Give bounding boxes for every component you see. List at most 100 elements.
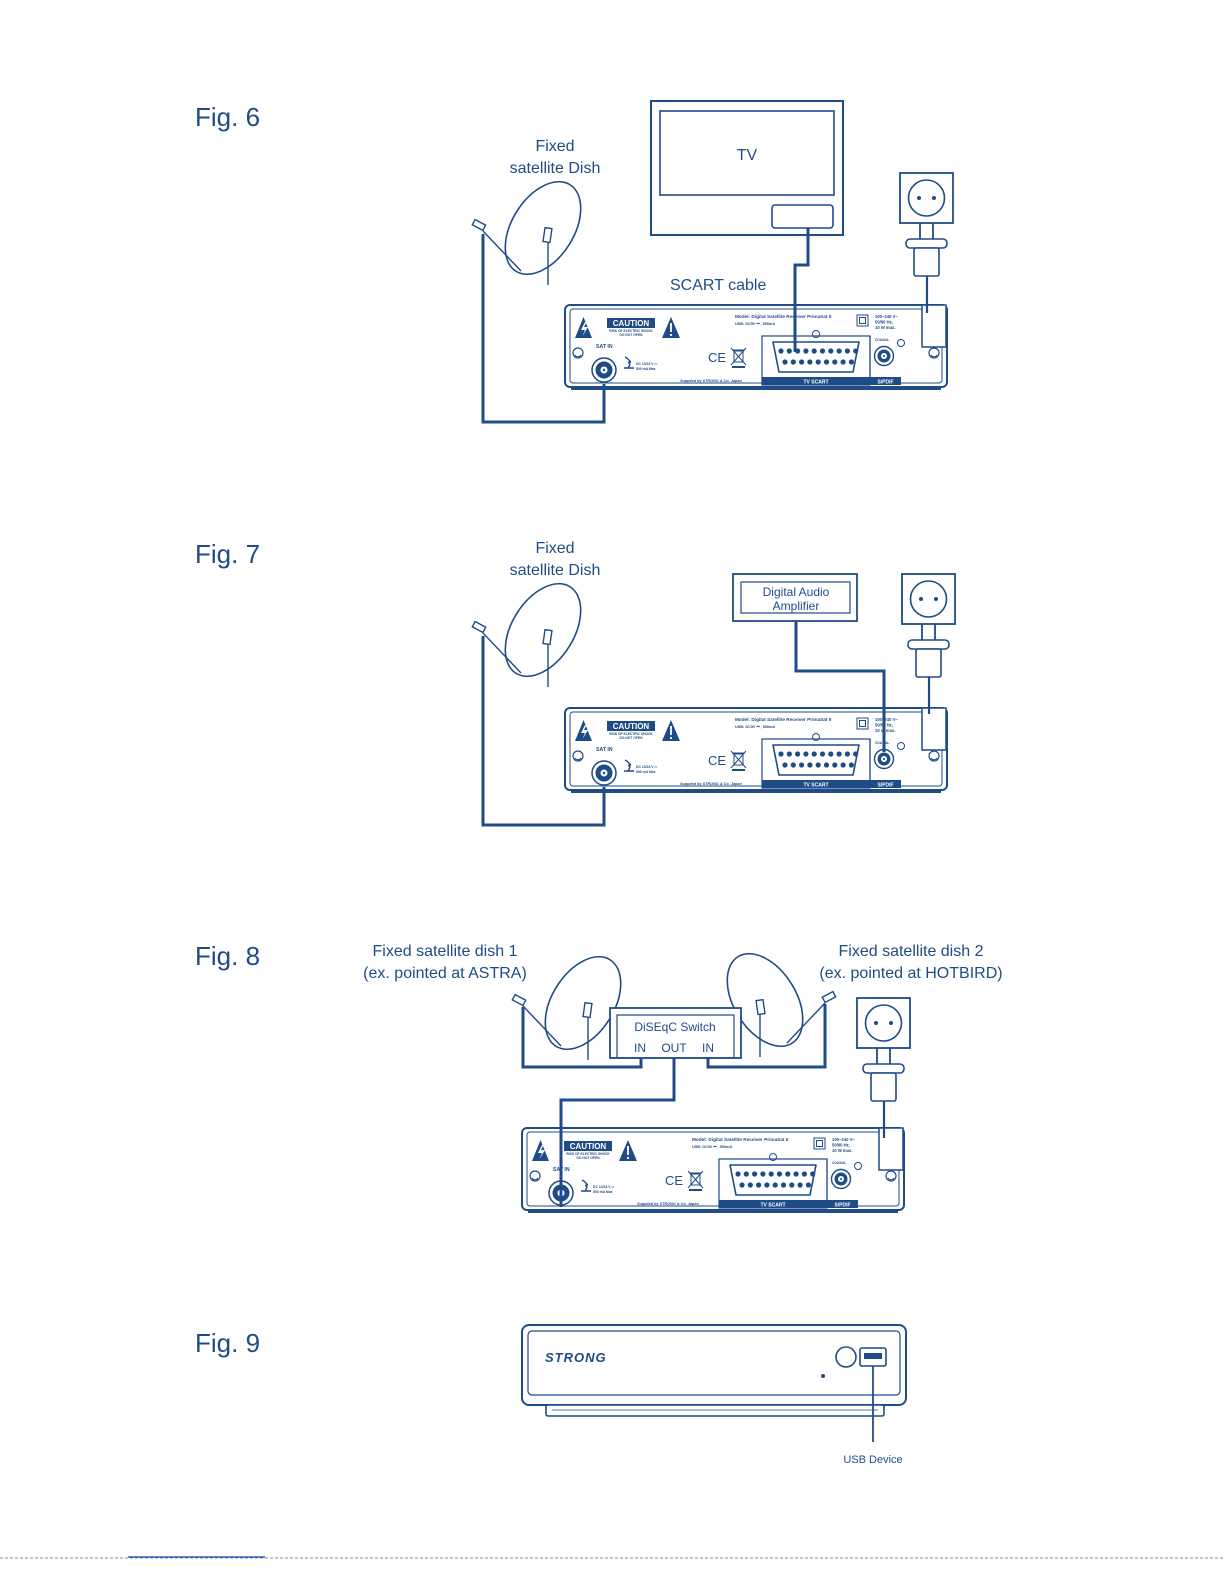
dish-label-line-1: Fixed — [535, 540, 574, 557]
caution-box — [607, 318, 655, 328]
scart-pin — [786, 751, 792, 757]
figure-8: Fig. 8 CAUTION RISK OF — [195, 939, 1003, 1213]
fig6-label: Fig. 6 — [195, 102, 260, 132]
dish2-to-switch-cable — [706, 1004, 827, 1069]
power-rating-line-2: 50/60 Hz, — [875, 320, 893, 325]
scart-pin — [799, 359, 805, 365]
scart-pin — [811, 751, 817, 757]
scart-pin — [848, 762, 854, 768]
panel-small-hole — [854, 1162, 862, 1170]
double-insulation-icon — [856, 717, 869, 730]
power-rating-line-3: 10 W max. — [875, 325, 895, 330]
power-cord-entry — [878, 1127, 904, 1171]
tv-scart-port — [771, 204, 834, 229]
coaxial-spdif-connector — [873, 748, 895, 770]
switch-to-receiver-cable — [559, 1058, 676, 1207]
scart-pin — [836, 348, 842, 354]
power-button — [835, 1346, 857, 1368]
fig7-receiver-slot: CAUTION RISK OF ELECTRIC SHOCK DO NOT OP… — [564, 707, 948, 793]
panel-housing — [564, 304, 948, 388]
scart-pin — [828, 348, 834, 354]
electric-shock-warning-icon — [575, 720, 592, 741]
scart-pin — [790, 359, 796, 365]
scart-pin — [789, 1182, 795, 1188]
exclamation-warning-icon — [662, 720, 680, 741]
front-face — [527, 1330, 901, 1396]
scart-pin — [780, 1182, 787, 1188]
scart-pin — [805, 1182, 811, 1188]
exclamation-warning-icon — [619, 1140, 637, 1161]
lnb-power-line-1: DC 13/18 V ⎓ — [636, 362, 657, 366]
scart-cable — [793, 228, 810, 352]
scart-pin — [752, 1171, 758, 1177]
strong-logo: STRONG — [545, 1350, 607, 1365]
dish1-label-line-2: (ex. pointed at ASTRA) — [363, 965, 527, 982]
electric-shock-warning-icon — [575, 317, 592, 338]
fig9-label: Fig. 9 — [195, 1328, 260, 1358]
dish-label-line-2: satellite Dish — [510, 562, 601, 579]
usb-rating-label: USB: DC5V ⎓ , 500mA — [735, 322, 775, 326]
caution-sub-line-2: DO NOT OPEN — [619, 736, 643, 740]
scart-pin — [819, 348, 826, 354]
supplied-by-label: Supplied by STRONG & Co. Japan — [680, 379, 742, 383]
dish-label-line-2: satellite Dish — [510, 160, 601, 177]
lnb-power-line-2: 500 mA Max — [636, 367, 656, 371]
screw-right-icon — [885, 1170, 897, 1182]
spdif-label-strip — [827, 1200, 858, 1208]
tv-scart-label: TV SCART — [804, 379, 829, 385]
diseqc-port-in-2: IN — [702, 1041, 714, 1055]
tv-scart-connector: TV SCART — [761, 738, 871, 789]
tv-scart-connector: TV SCART — [718, 1158, 828, 1209]
standby-led — [821, 1374, 825, 1378]
caution-sub-line-2: DO NOT OPEN — [576, 1156, 600, 1160]
coaxial-spdif-connector — [873, 345, 895, 367]
caution-label: CAUTION — [613, 319, 650, 328]
amplifier-label-line-2: Amplifier — [773, 599, 820, 613]
double-insulation-icon — [856, 314, 869, 327]
spdif-label: S/PDIF — [877, 379, 893, 385]
digital-audio-cable — [794, 621, 886, 752]
fig8-receiver-slot: CAUTION RISK OF ELECTRIC SHOCK DO NOT OP… — [521, 1127, 905, 1213]
dish2-label-line-1: Fixed satellite dish 2 — [839, 943, 984, 960]
scart-pin — [811, 348, 817, 354]
scart-pin — [844, 751, 850, 757]
diseqc-port-in-1: IN — [634, 1041, 646, 1055]
lnb-coax-cable — [481, 234, 606, 424]
scart-pin — [828, 751, 834, 757]
scart-pin — [778, 348, 784, 354]
scart-pin — [778, 751, 784, 757]
scart-pin — [793, 1171, 799, 1177]
scart-pin — [803, 348, 809, 354]
caution-label: CAUTION — [570, 1142, 607, 1151]
screw-left-icon — [572, 347, 584, 359]
scart-pin — [735, 1171, 741, 1177]
amplifier-label-line-1: Digital Audio — [763, 585, 830, 599]
fixed-satellite-dish — [471, 167, 598, 289]
scart-pin — [756, 1182, 762, 1188]
usb-port-icon — [859, 1347, 887, 1367]
fig7-cables — [481, 621, 886, 827]
digital-audio-amplifier — [732, 573, 858, 622]
screw-right-icon — [928, 347, 940, 359]
tv-screen — [659, 110, 835, 196]
scart-pin — [786, 348, 792, 354]
coaxial-spdif-connector — [830, 1168, 852, 1190]
lnb-power-line-1: DC 13/18 V ⎓ — [593, 1185, 614, 1189]
dish1-to-switch-cable — [521, 1007, 643, 1069]
scart-pin — [785, 1171, 791, 1177]
sat-in-connector — [591, 357, 617, 383]
spdif-label: S/PDIF — [834, 1202, 850, 1208]
spdif-label: S/PDIF — [877, 782, 893, 788]
scart-pin — [790, 762, 796, 768]
lnb-power-line-2: 500 mA Max — [593, 1190, 613, 1194]
caution-box — [607, 721, 655, 731]
scart-pin — [836, 751, 842, 757]
lnb-dish-symbol-icon — [581, 1179, 591, 1192]
sat-in-label: SAT IN — [596, 344, 613, 350]
scart-pin — [799, 762, 805, 768]
weee-crossed-bin-icon — [687, 1170, 704, 1191]
figure-6: Fig. 6 CAUTION — [195, 100, 955, 424]
scart-pin — [844, 348, 850, 354]
scart-pin — [823, 359, 830, 365]
